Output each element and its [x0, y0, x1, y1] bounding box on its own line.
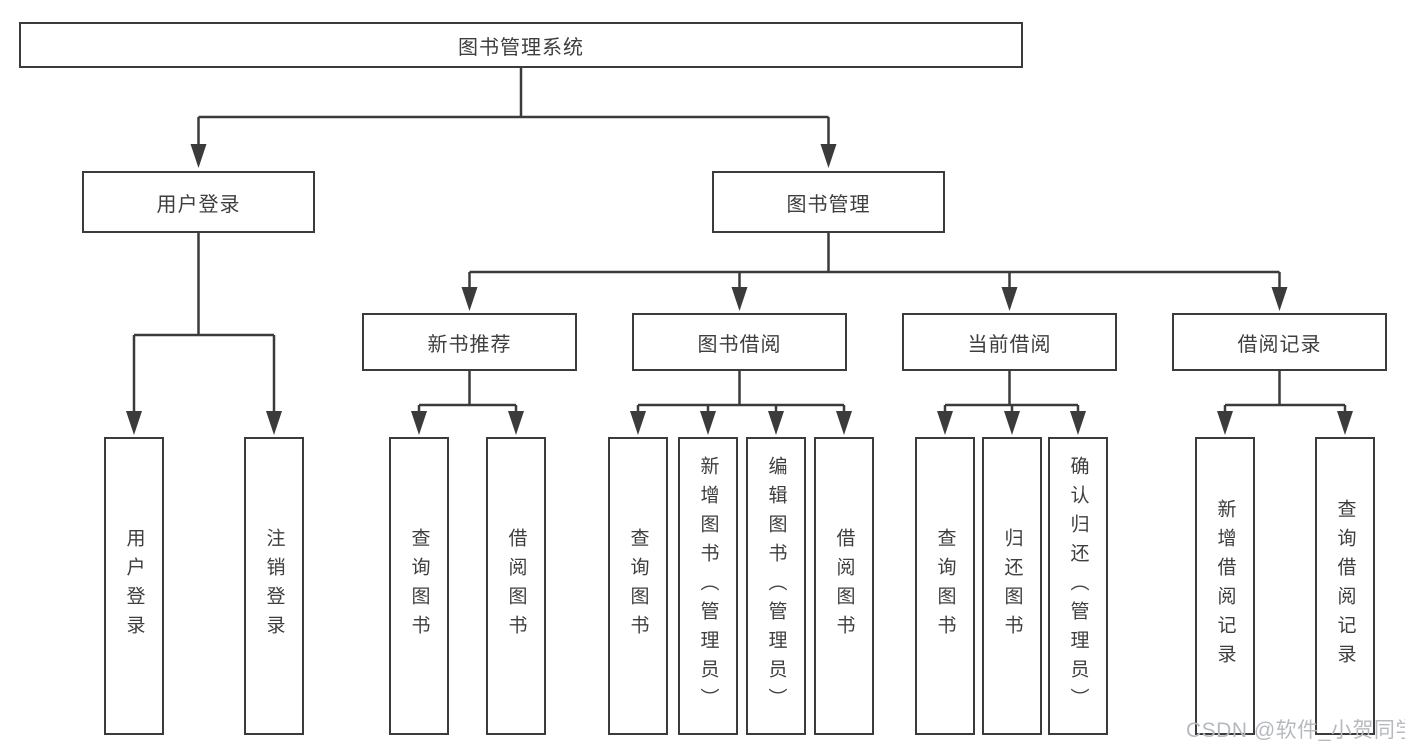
leaf-label: 借阅图书 [833, 528, 855, 644]
leaf-label: 注销登录 [263, 528, 285, 644]
leaf-query-books-current: 查询图书 [915, 437, 975, 735]
leaf-label: 查询图书 [934, 528, 956, 644]
connector-root [197, 68, 830, 146]
leaf-add-books-admin: 新增图书（管理员） [678, 437, 738, 735]
arrowhead [411, 411, 427, 435]
node-label: 借阅记录 [1237, 333, 1322, 356]
leaf-user-login: 用户登录 [104, 437, 164, 735]
arrowhead [630, 411, 646, 435]
leaf-label: 确认归还（管理员） [1067, 455, 1089, 717]
connector-borrow-record [1223, 371, 1347, 413]
node-label: 图书管理系统 [458, 36, 584, 59]
leaf-query-borrow-record: 查询借阅记录 [1315, 437, 1375, 735]
node-label: 新书推荐 [427, 333, 512, 356]
leaf-label: 用户登录 [123, 528, 145, 644]
leaf-label: 新增图书（管理员） [697, 455, 719, 717]
arrowhead [1271, 287, 1288, 311]
arrowhead [1070, 411, 1086, 435]
arrowhead [461, 287, 478, 311]
leaf-label: 新增借阅记录 [1214, 499, 1236, 673]
arrowhead [508, 411, 524, 435]
leaf-query-books-borrow: 查询图书 [608, 437, 668, 735]
arrowhead [1337, 411, 1353, 435]
node-book-borrow: 图书借阅 [632, 313, 847, 371]
arrowhead [836, 411, 852, 435]
leaf-logout: 注销登录 [244, 437, 304, 735]
node-book-management: 图书管理 [712, 171, 945, 233]
leaf-edit-books-admin: 编辑图书（管理员） [746, 437, 806, 735]
leaf-label: 查询图书 [408, 528, 430, 644]
node-library-system: 图书管理系统 [19, 22, 1023, 68]
node-label: 图书管理 [786, 193, 871, 216]
connector-user-login [132, 233, 276, 413]
arrowhead [190, 144, 207, 168]
arrowhead [1217, 411, 1233, 435]
arrowhead [1001, 287, 1018, 311]
connector-book-borrow [636, 371, 846, 413]
leaf-label: 借阅图书 [505, 528, 527, 644]
node-label: 图书借阅 [697, 333, 782, 356]
node-borrow-record: 借阅记录 [1172, 313, 1387, 371]
connector-book-mgmt [468, 233, 1281, 289]
arrowhead [731, 287, 748, 311]
leaf-borrow-books: 借阅图书 [814, 437, 874, 735]
node-label: 用户登录 [156, 193, 241, 216]
connector-current-borrow [943, 371, 1080, 413]
arrowhead [700, 411, 716, 435]
node-current-borrow: 当前借阅 [902, 313, 1117, 371]
leaf-label: 编辑图书（管理员） [765, 455, 787, 717]
leaf-borrow-books-recommend: 借阅图书 [486, 437, 546, 735]
arrowhead [937, 411, 953, 435]
leaf-return-books: 归还图书 [982, 437, 1042, 735]
arrowhead [126, 411, 142, 435]
leaf-label: 查询图书 [627, 528, 649, 644]
leaf-confirm-return-admin: 确认归还（管理员） [1048, 437, 1108, 735]
arrowhead [768, 411, 784, 435]
csdn-watermark: CSDN @软件_小贺同学 [1186, 719, 1405, 742]
node-label: 当前借阅 [967, 333, 1052, 356]
arrowhead [820, 144, 837, 168]
leaf-add-borrow-record: 新增借阅记录 [1195, 437, 1255, 735]
connector-new-book [417, 371, 518, 413]
leaf-label: 归还图书 [1001, 528, 1023, 644]
leaf-label: 查询借阅记录 [1334, 499, 1356, 673]
arrowhead [1004, 411, 1020, 435]
arrowhead [266, 411, 282, 435]
node-new-book-recommend: 新书推荐 [362, 313, 577, 371]
node-user-login: 用户登录 [82, 171, 315, 233]
leaf-query-books-recommend: 查询图书 [389, 437, 449, 735]
